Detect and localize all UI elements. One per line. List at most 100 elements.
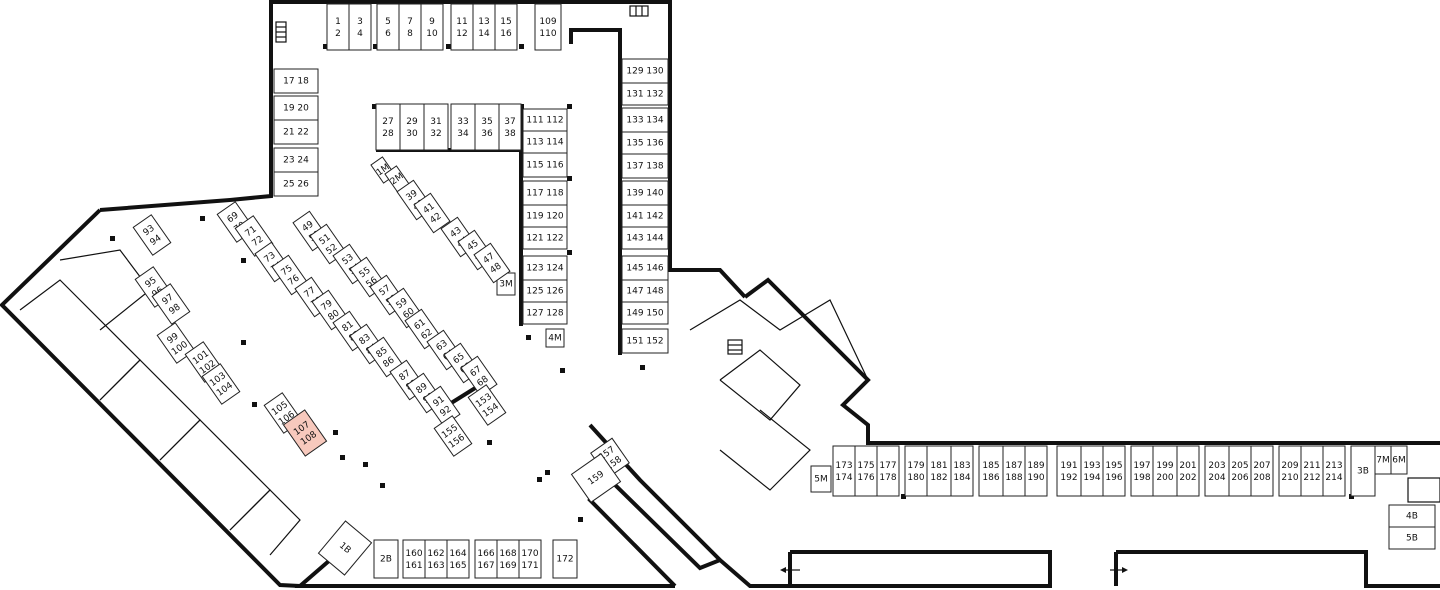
parking-space-5m[interactable]: 5M bbox=[810, 465, 832, 493]
parking-space-129[interactable]: 129 130 bbox=[621, 58, 669, 84]
parking-space-151[interactable]: 151 152 bbox=[621, 328, 669, 354]
parking-space-159[interactable]: 159 bbox=[570, 453, 622, 503]
parking-space-113[interactable]: 113 114 bbox=[522, 130, 568, 154]
parking-space-131[interactable]: 131 132 bbox=[621, 82, 669, 106]
parking-space-135[interactable]: 135 136 bbox=[621, 131, 669, 155]
parking-space-3b[interactable]: 3B bbox=[1350, 445, 1376, 497]
parking-space-125[interactable]: 125 126 bbox=[522, 279, 568, 303]
parking-space-111[interactable]: 111 112 bbox=[522, 108, 568, 132]
parking-space-117[interactable]: 117 118 bbox=[522, 180, 568, 206]
parking-space-123[interactable]: 123 124 bbox=[522, 255, 568, 281]
parking-space-55[interactable]: 5556 bbox=[349, 256, 387, 298]
parking-space-25[interactable]: 25 26 bbox=[273, 171, 319, 197]
parking-space-23[interactable]: 23 24 bbox=[273, 147, 319, 173]
parking-space-153[interactable]: 153154 bbox=[467, 384, 507, 426]
parking-space-103[interactable]: 103104 bbox=[201, 363, 241, 405]
parking-space-19[interactable]: 19 20 bbox=[273, 95, 319, 121]
parking-space-155[interactable]: 155156 bbox=[433, 415, 473, 457]
parking-space-172[interactable]: 172 bbox=[552, 539, 578, 579]
parking-space-93[interactable]: 9394 bbox=[132, 214, 172, 256]
parking-space-157[interactable]: 157158 bbox=[590, 437, 630, 479]
parking-space-99[interactable]: 99100 bbox=[156, 322, 196, 364]
parking-space-127[interactable]: 127 128 bbox=[522, 301, 568, 325]
space-box bbox=[876, 445, 900, 497]
parking-space-91[interactable]: 9192 bbox=[423, 385, 461, 427]
parking-space-2b[interactable]: 2B bbox=[373, 539, 399, 579]
parking-space-141[interactable]: 141 142 bbox=[621, 204, 669, 228]
parking-space-149[interactable]: 149 150 bbox=[621, 301, 669, 325]
parking-space-143[interactable]: 143 144 bbox=[621, 226, 669, 250]
parking-space-17[interactable]: 17 18 bbox=[273, 68, 319, 94]
space-label: 6M bbox=[1392, 456, 1406, 466]
parking-space-137[interactable]: 137 138 bbox=[621, 153, 669, 179]
parking-space-4b[interactable]: 4B bbox=[1388, 504, 1436, 528]
parking-space-107[interactable]: 107108 bbox=[282, 409, 328, 457]
space-box bbox=[273, 119, 319, 145]
parking-space-121[interactable]: 121 122 bbox=[522, 226, 568, 250]
parking-space-3m[interactable]: 3M bbox=[496, 272, 516, 296]
parking-space-139[interactable]: 139 140 bbox=[621, 180, 669, 206]
parking-space-4m[interactable]: 4M bbox=[545, 328, 565, 348]
parking-space-71[interactable]: 7172 bbox=[234, 215, 274, 257]
parking-space-147[interactable]: 147 148 bbox=[621, 279, 669, 303]
parking-space-7m[interactable]: 7M bbox=[1374, 445, 1392, 475]
parking-space-47[interactable]: 4748 bbox=[473, 242, 511, 284]
parking-space-145[interactable]: 145 146 bbox=[621, 255, 669, 281]
parking-space-115[interactable]: 115 116 bbox=[522, 152, 568, 178]
parking-space-21[interactable]: 21 22 bbox=[273, 119, 319, 145]
parking-space-119[interactable]: 119 120 bbox=[522, 204, 568, 228]
parking-space-75[interactable]: 7576 bbox=[271, 254, 309, 296]
parking-space-1b[interactable]: 1B bbox=[317, 520, 373, 576]
parking-space-5b[interactable]: 5B bbox=[1388, 526, 1436, 550]
parking-space-133[interactable]: 133 134 bbox=[621, 107, 669, 133]
parking-space-41[interactable]: 4142 bbox=[413, 192, 451, 234]
parking-space-97[interactable]: 9798 bbox=[151, 283, 191, 325]
parking-space-6m[interactable]: 6M bbox=[1390, 445, 1408, 475]
parking-space-85[interactable]: 8586 bbox=[366, 336, 404, 378]
parking-space-67[interactable]: 6768 bbox=[460, 355, 498, 397]
